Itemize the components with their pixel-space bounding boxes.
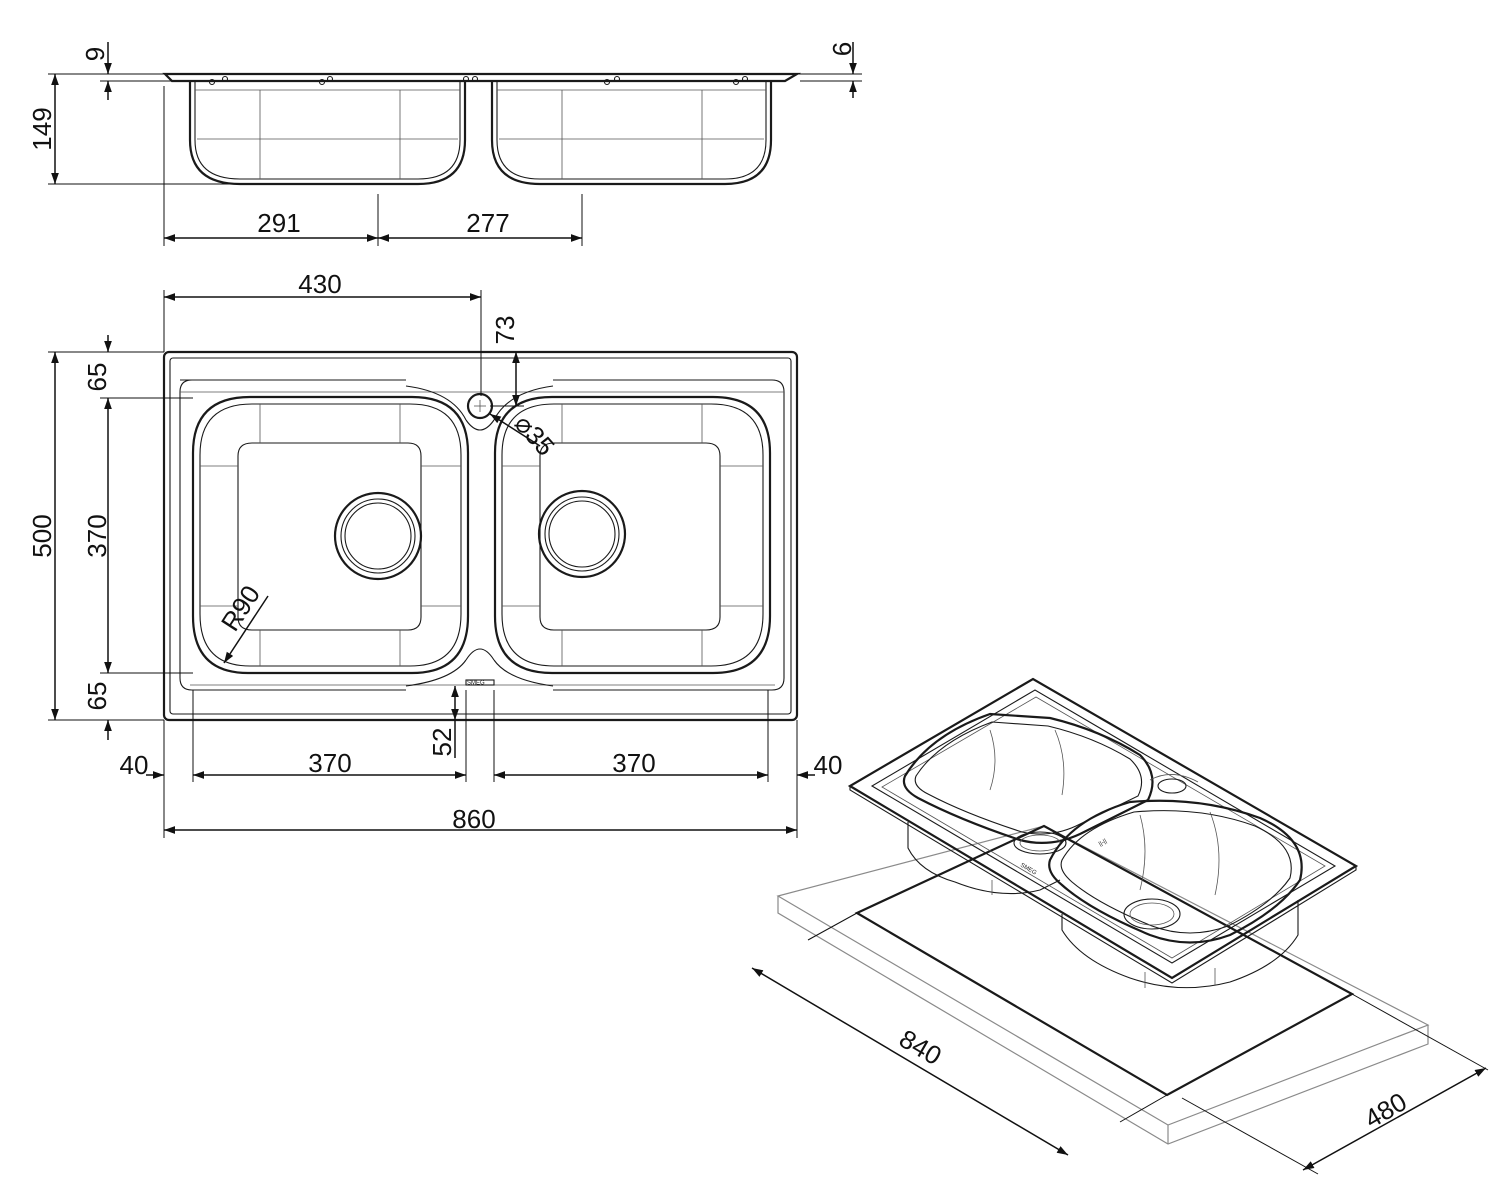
dim-right-bowl-width: 370 [612,748,655,778]
dim-overall-width: 860 [452,804,495,834]
countertop [776,825,1430,1145]
left-bowl-section [188,81,467,186]
dim-left-bowl-width: 370 [308,748,351,778]
dim-top-margin: 65 [82,363,112,392]
dim-corner-radius: R90 [215,580,266,636]
dim-bridge-offset: 52 [427,728,457,757]
right-bowl-section [490,81,773,186]
dim-cutout-depth: 480 [1359,1086,1412,1134]
dim-bowl-depth-plan: 370 [82,514,112,557]
isometric-view: ||-|| SMEG 840 480 [751,677,1489,1175]
side-section-view: 149 9 6 291 277 [27,42,862,246]
dim-drain-spacing: 277 [466,208,509,238]
plan-view: SMEG 430 73 ⌀35 500 65 370 65 [27,269,842,838]
left-drain [333,491,423,581]
dim-tap-hole-from-edge: 73 [490,316,520,345]
dim-cutout-width: 840 [894,1023,947,1071]
svg-text:||-||: ||-|| [1098,838,1109,848]
dim-tap-hole-offset: 430 [298,269,341,299]
right-drain [537,489,627,579]
sink-flange-section [162,72,802,83]
dim-flange-thickness: 9 [80,47,110,61]
dim-bowl-depth: 149 [27,107,57,150]
brand-mark: SMEG [467,681,485,687]
dim-overall-depth: 500 [27,514,57,557]
dim-tap-hole-diameter: ⌀35 [509,408,561,461]
dim-right-margin: 40 [814,750,843,780]
right-bowl-plan [493,395,772,675]
dim-rim-height: 6 [827,42,857,56]
dim-left-margin: 40 [120,750,149,780]
dim-bottom-margin: 65 [82,682,112,711]
dim-left-drain-offset: 291 [257,208,300,238]
left-bowl-plan [191,395,470,675]
